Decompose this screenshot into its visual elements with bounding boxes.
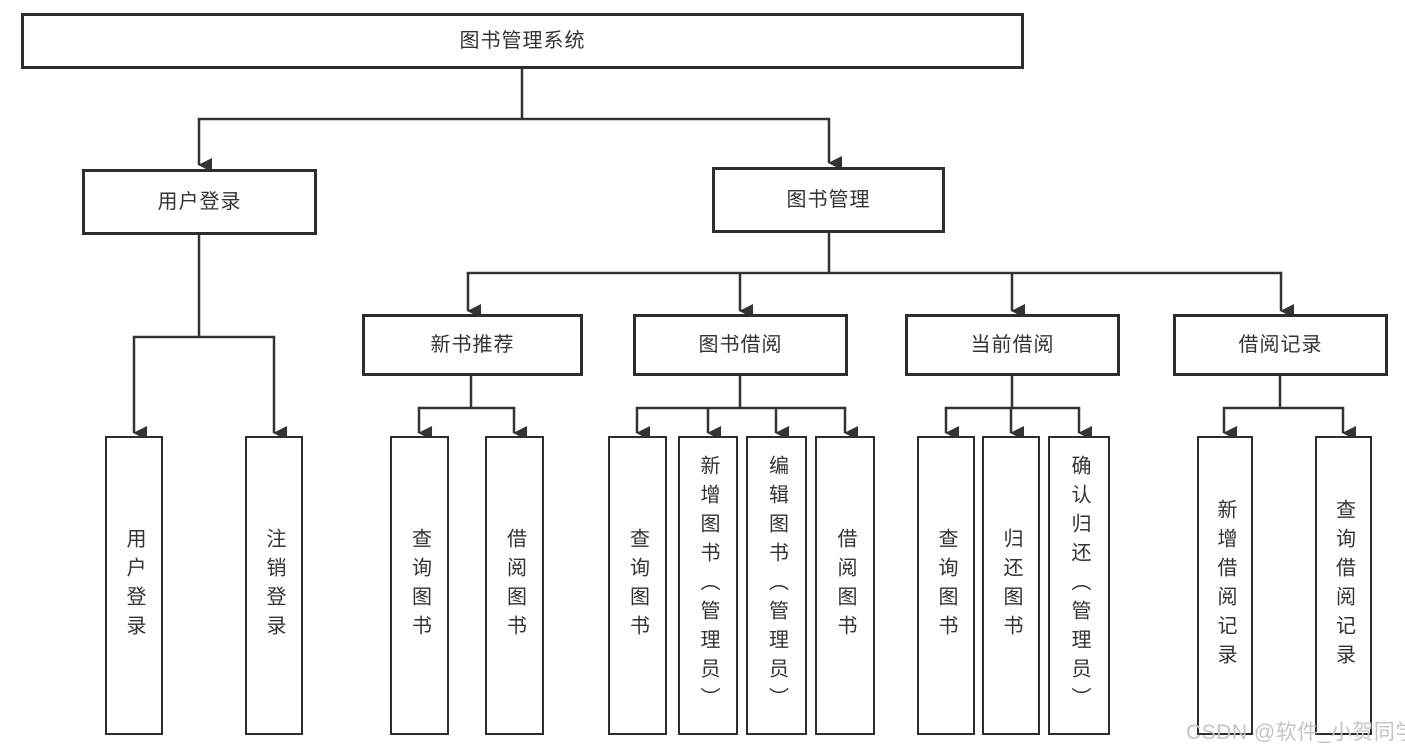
leaf-query-books-borrowing: 查询图书: [608, 436, 667, 735]
node-book-borrowing: 图书借阅: [633, 314, 848, 376]
leaf-query-books-current: 查询图书: [917, 436, 975, 735]
node-user-login: 用户登录: [82, 169, 317, 235]
leaf-borrow-books: 借阅图书: [815, 436, 875, 735]
leaf-logout: 注销登录: [245, 436, 303, 735]
node-new-book-recommendation: 新书推荐: [362, 314, 583, 376]
leaf-confirm-return-admin: 确认归还（管理员）: [1048, 436, 1110, 735]
leaf-query-borrow-record: 查询借阅记录: [1315, 436, 1372, 735]
node-book-management: 图书管理: [712, 167, 945, 233]
leaf-edit-books-admin: 编辑图书（管理员）: [746, 436, 807, 735]
leaf-add-books-admin: 新增图书（管理员）: [678, 436, 738, 735]
leaf-return-books: 归还图书: [982, 436, 1040, 735]
node-library-management-system: 图书管理系统: [21, 13, 1024, 69]
leaf-add-borrow-record: 新增借阅记录: [1197, 436, 1253, 735]
node-borrowing-records: 借阅记录: [1173, 314, 1388, 376]
leaf-query-books-recommend: 查询图书: [390, 436, 449, 735]
leaf-borrow-books-recommend: 借阅图书: [485, 436, 544, 735]
leaf-user-login: 用户登录: [105, 436, 163, 735]
node-current-borrowing: 当前借阅: [905, 314, 1120, 376]
